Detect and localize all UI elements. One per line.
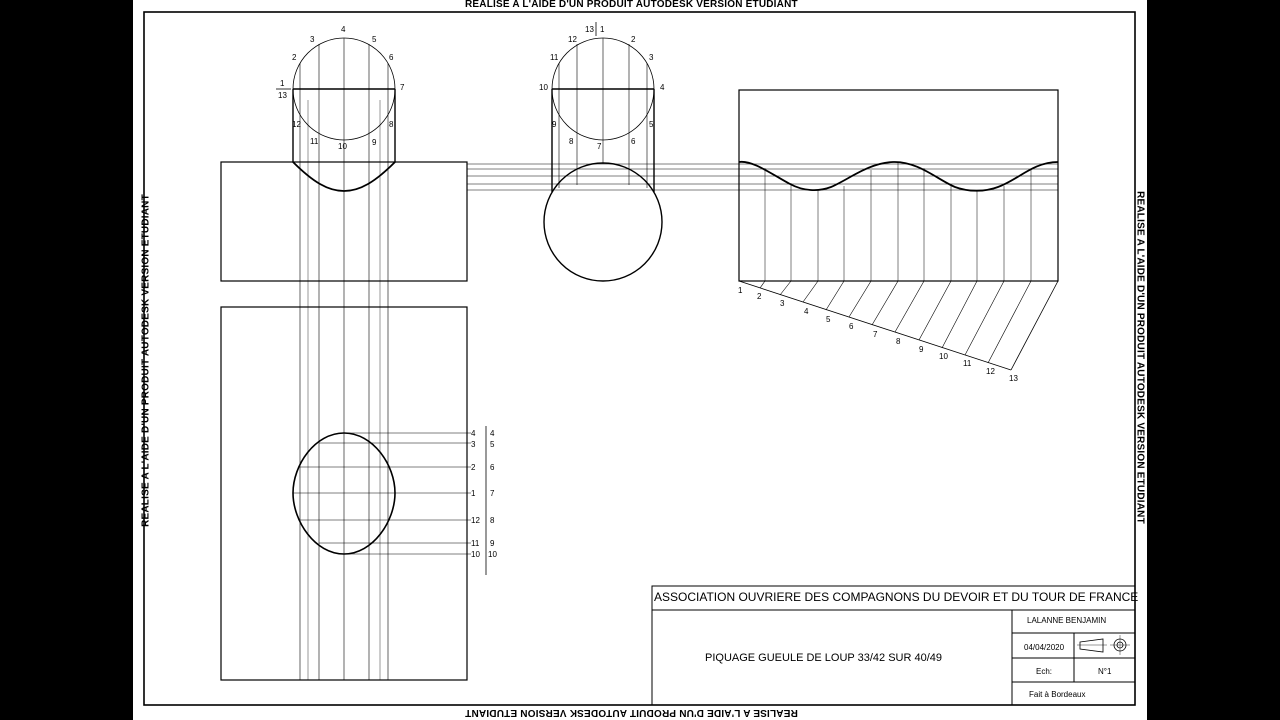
- label-top-left-12: 12: [471, 516, 480, 525]
- label-top-right-9: 9: [490, 539, 495, 548]
- label-dev-4: 4: [804, 307, 809, 316]
- label-side-8: 8: [569, 137, 574, 146]
- development-labels: 1 2 3 4 5 6 7 8 9 10 11 12 13: [738, 286, 1018, 383]
- top-view-main-pipe: [220, 306, 468, 681]
- label-front-13: 13: [278, 91, 287, 100]
- label-dev-1: 1: [738, 286, 743, 295]
- sheet-frame: [143, 11, 1136, 706]
- side-view-main-pipe-circle: [543, 162, 663, 282]
- label-dev-12: 12: [986, 367, 995, 376]
- label-dev-9: 9: [919, 345, 924, 354]
- label-top-right-7: 7: [490, 489, 495, 498]
- label-front-3: 3: [310, 35, 315, 44]
- label-dev-7: 7: [873, 330, 878, 339]
- label-side-3: 3: [649, 53, 654, 62]
- front-view: [220, 37, 468, 680]
- label-front-9: 9: [372, 138, 377, 147]
- label-top-right-5: 5: [490, 440, 495, 449]
- label-dev-10: 10: [939, 352, 948, 361]
- label-front-10: 10: [338, 142, 347, 151]
- point-labels: 1 13 2 3 4 5 6 7 8 9 10 11 12 13 1 2 3 4: [278, 25, 1018, 559]
- label-front-11: 11: [310, 137, 319, 146]
- label-top-left-2: 2: [471, 463, 476, 472]
- label-top-right-8: 8: [490, 516, 495, 525]
- label-top-left-3: 3: [471, 440, 476, 449]
- development-view: [738, 89, 1059, 371]
- top-view-labels: 4 3 2 1 12 11 10 4 5 6 7 8 9 10: [471, 429, 497, 559]
- label-front-6: 6: [389, 53, 394, 62]
- first-angle-projection-icon: [1077, 635, 1130, 655]
- top-view: [220, 306, 487, 681]
- label-side-4: 4: [660, 83, 665, 92]
- label-dev-2: 2: [757, 292, 762, 301]
- side-view-labels: 13 1 2 3 4 5 6 7 8 9 10 11 12: [539, 25, 665, 151]
- label-side-9: 9: [552, 120, 557, 129]
- development-curve: [738, 161, 1059, 192]
- label-top-right-4: 4: [490, 429, 495, 438]
- front-view-labels: 1 13 2 3 4 5 6 7 8 9 10 11 12: [278, 25, 405, 151]
- label-dev-6: 6: [849, 322, 854, 331]
- side-view: [543, 22, 663, 282]
- association-name: ASSOCIATION OUVRIERE DES COMPAGNONS DU D…: [654, 590, 1139, 604]
- label-front-5: 5: [372, 35, 377, 44]
- label-side-6: 6: [631, 137, 636, 146]
- author-name: LALANNE BENJAMIN: [1027, 616, 1107, 625]
- label-front-2: 2: [292, 53, 297, 62]
- label-top-right-10: 10: [488, 550, 497, 559]
- label-top-left-4: 4: [471, 429, 476, 438]
- label-front-12: 12: [292, 120, 301, 129]
- label-side-1: 1: [600, 25, 605, 34]
- label-front-4: 4: [341, 25, 346, 34]
- label-dev-11: 11: [963, 359, 972, 368]
- label-dev-5: 5: [826, 315, 831, 324]
- title-block: [651, 585, 1136, 706]
- drawing-sheet: REALISE A L'AIDE D'UN PRODUIT AUTODESK V…: [133, 0, 1147, 720]
- label-front-8: 8: [389, 120, 394, 129]
- label-top-right-6: 6: [490, 463, 495, 472]
- scale-label: Ech:: [1036, 667, 1053, 676]
- sheet-number: N°1: [1098, 667, 1112, 676]
- label-top-left-1: 1: [471, 489, 476, 498]
- label-front-1: 1: [280, 79, 285, 88]
- label-dev-8: 8: [896, 337, 901, 346]
- label-dev-3: 3: [780, 299, 785, 308]
- drawing-date: 04/04/2020: [1024, 643, 1065, 652]
- label-side-5: 5: [649, 120, 654, 129]
- label-front-7: 7: [400, 83, 405, 92]
- label-top-left-11: 11: [471, 539, 480, 548]
- development-rectangle: [738, 89, 1059, 282]
- technical-drawing: 1 13 2 3 4 5 6 7 8 9 10 11 12 13 1 2 3 4: [143, 11, 1136, 706]
- label-side-13: 13: [585, 25, 594, 34]
- label-side-7: 7: [597, 142, 602, 151]
- drawing-title: PIQUAGE GUEULE DE LOUP 33/42 SUR 40/49: [705, 652, 943, 664]
- drawing-place: Fait à Bordeaux: [1029, 690, 1086, 699]
- label-side-2: 2: [631, 35, 636, 44]
- label-top-left-10: 10: [471, 550, 480, 559]
- watermark-top: REALISE A L'AIDE D'UN PRODUIT AUTODESK V…: [465, 0, 798, 10]
- label-dev-13: 13: [1009, 374, 1018, 383]
- label-side-12: 12: [568, 35, 577, 44]
- label-side-10: 10: [539, 83, 548, 92]
- label-side-11: 11: [550, 53, 559, 62]
